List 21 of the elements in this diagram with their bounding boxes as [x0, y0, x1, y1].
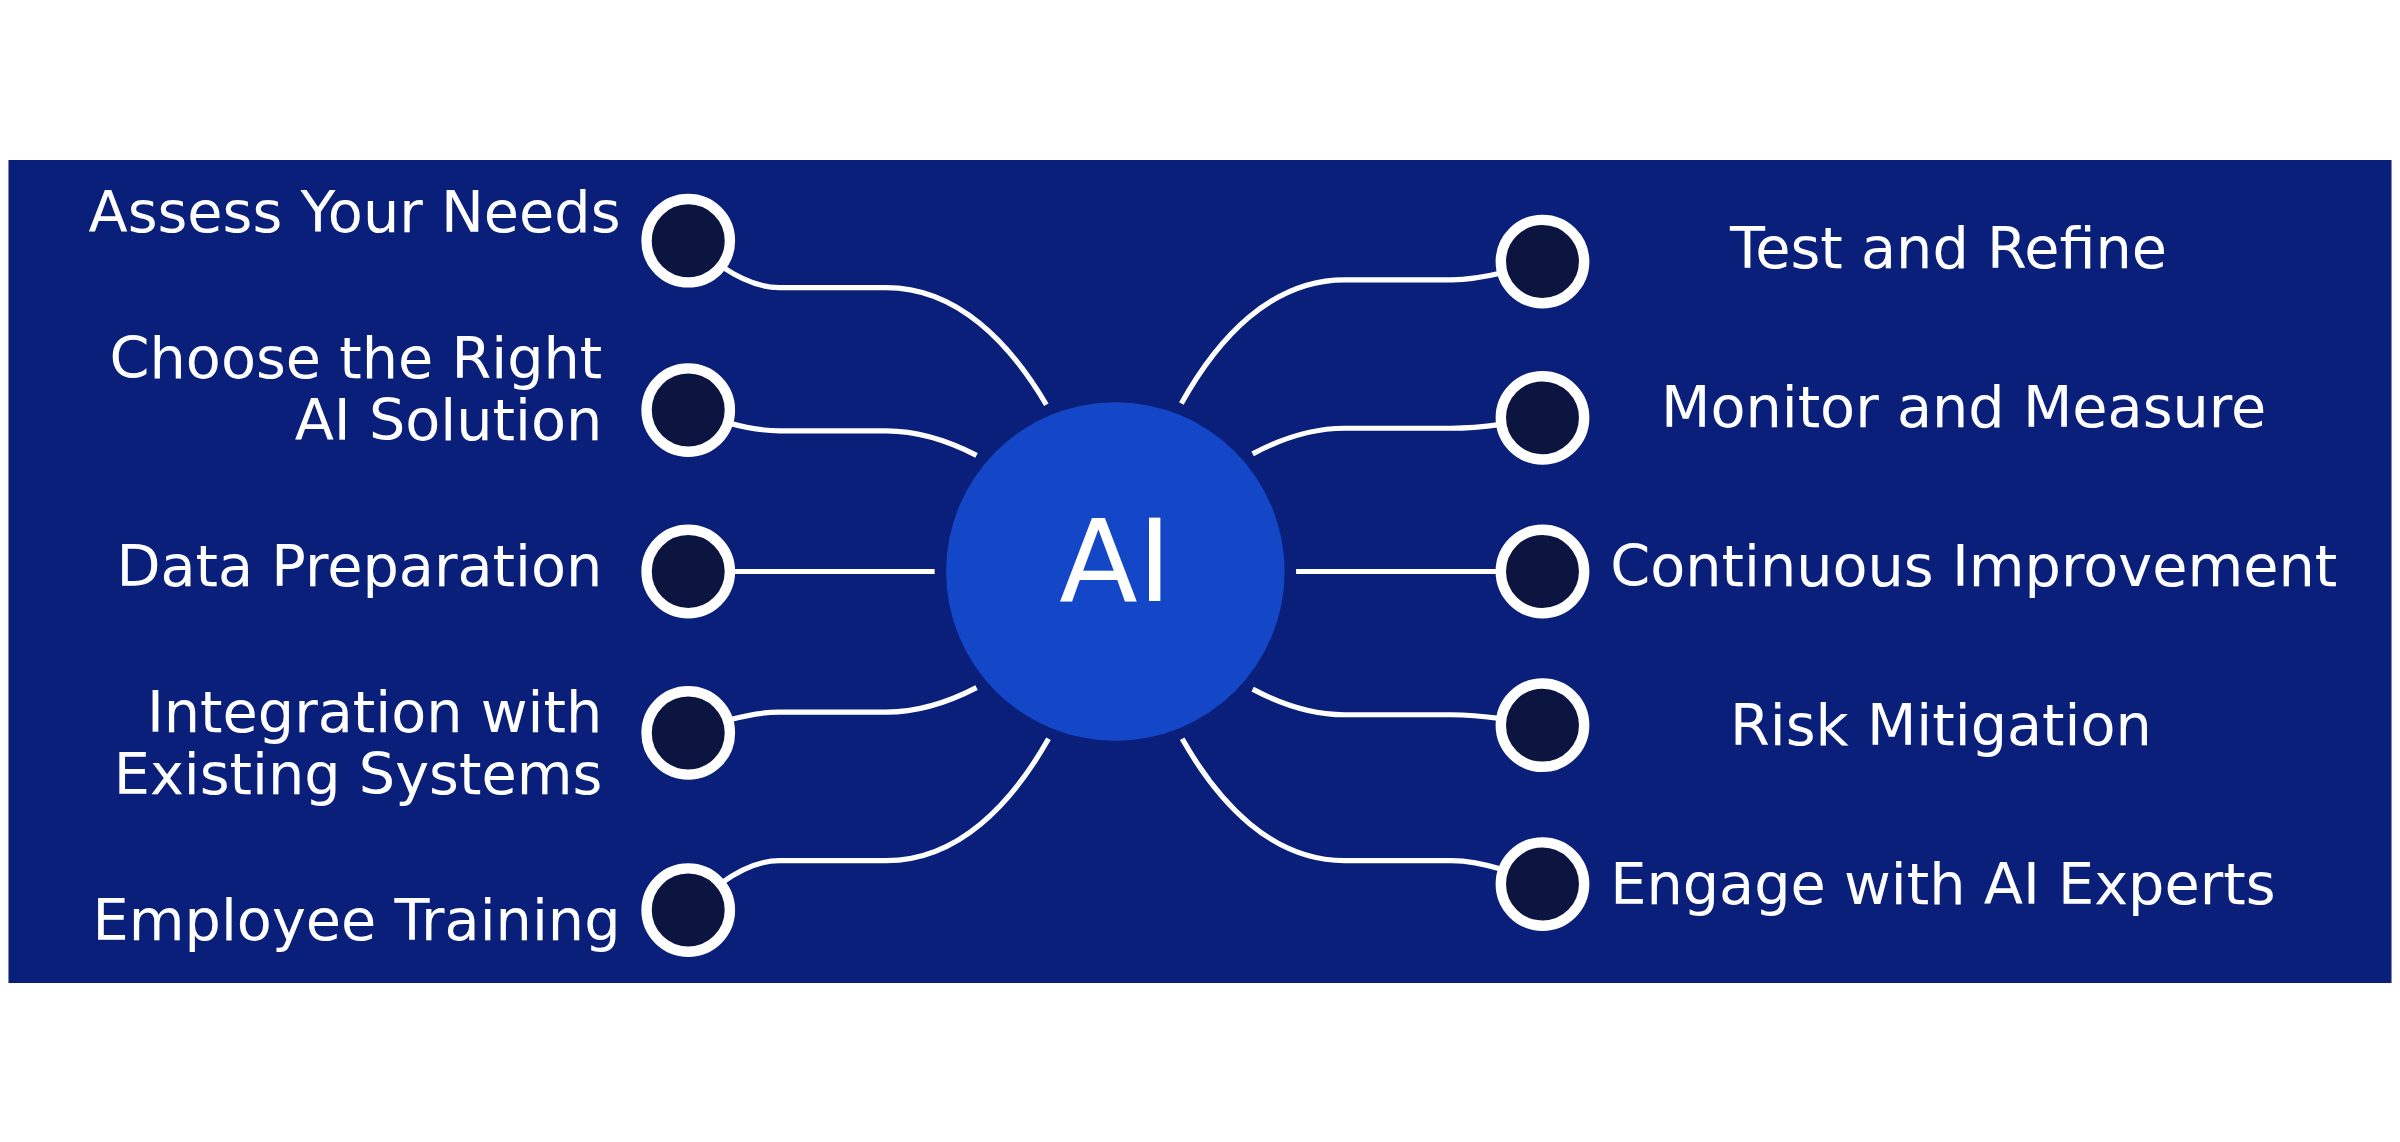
node-label: Employee Training [92, 886, 621, 954]
node-circle: AI [946, 401, 1285, 741]
node-circle [1495, 524, 1590, 618]
node-label: Choose the Right AI Solution [109, 324, 603, 454]
node-label: Monitor and Measure [1660, 373, 2267, 441]
node-circle [1495, 836, 1590, 931]
node-label: Continuous Improvement [1610, 532, 2338, 600]
node-label: Integration with Existing Systems [113, 678, 603, 808]
node-circle [1495, 677, 1590, 772]
node-label: Test and Refine [1730, 214, 2168, 282]
node-circle [641, 685, 736, 780]
node-label: Data Preparation [116, 532, 603, 600]
node-circle [641, 524, 736, 618]
node-label: Risk Mitigation [1730, 691, 2152, 759]
node-circle [1495, 214, 1590, 308]
node-label: Assess Your Needs [88, 178, 621, 246]
node-circle [641, 193, 736, 288]
node-label: Engage with AI Experts [1610, 850, 2276, 918]
node-circle [641, 862, 736, 957]
node-circle [1495, 370, 1590, 465]
node-circle [641, 362, 736, 457]
